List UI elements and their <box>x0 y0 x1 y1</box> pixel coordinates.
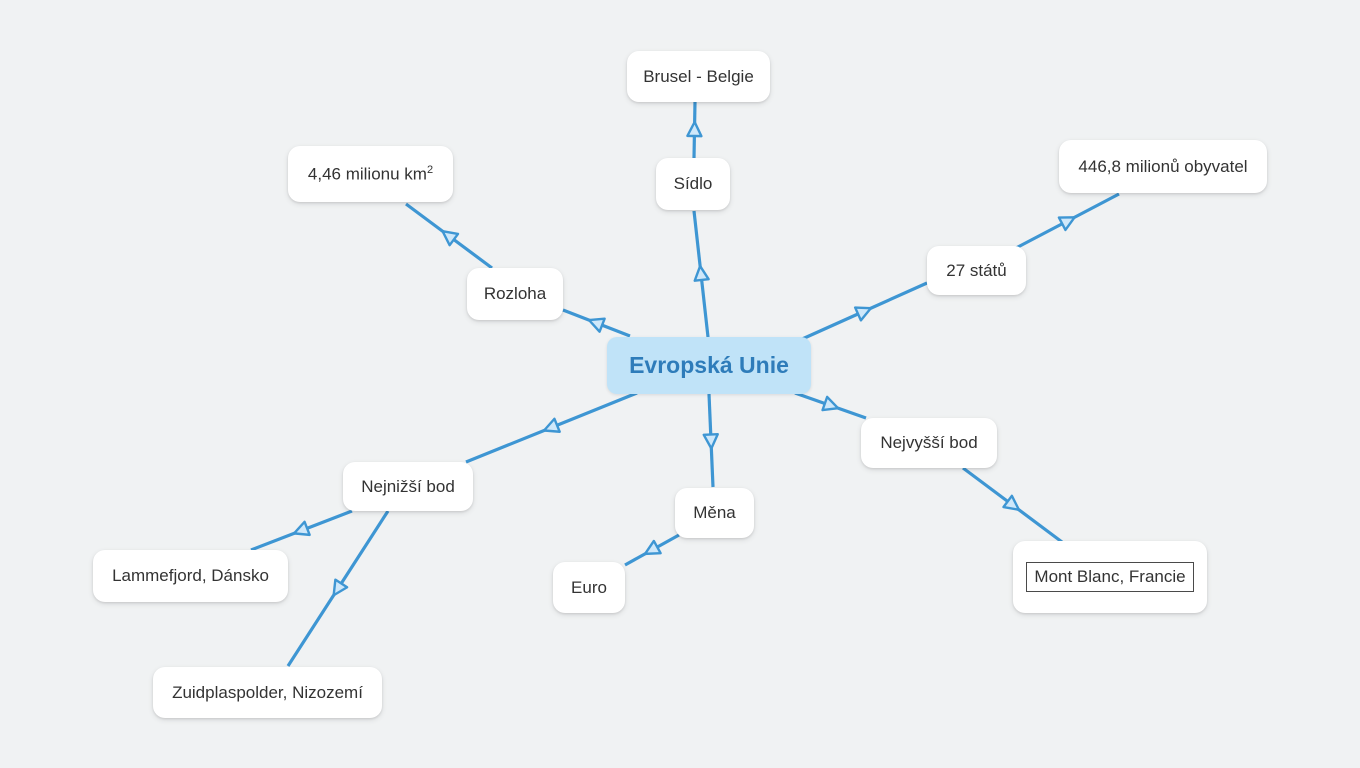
node-sidlo-label: Sídlo <box>673 174 713 193</box>
node-brusel-label: Brusel - Belgie <box>643 66 754 86</box>
node-rozloha-value[interactable]: 4,46 milionu km2 <box>288 146 453 202</box>
node-rozloha[interactable]: Rozloha <box>467 268 563 320</box>
node-nejnizsi-bod-label: Nejnižší bod <box>361 476 455 496</box>
node-lammefjord-label: Lammefjord, Dánsko <box>112 566 269 585</box>
node-mena[interactable]: Měna <box>675 488 754 538</box>
rozloha-value-base: 4,46 milionu km <box>307 164 427 184</box>
edge-nejnizsi-lammefjord <box>250 509 353 552</box>
node-mont-blanc[interactable]: Mont Blanc, Francie <box>1013 541 1207 613</box>
node-staty[interactable]: 27 států <box>927 246 1026 295</box>
node-zuidplaspolder[interactable]: Zuidplaspolder, Nizozemí <box>153 667 382 718</box>
node-lammefjord[interactable]: Lammefjord, Dánsko <box>93 550 288 602</box>
node-nejvyssi-bod-label: Nejvyšší bod <box>880 433 978 452</box>
node-euro-label: Euro <box>571 577 607 597</box>
edge-rozloha-value <box>405 202 493 270</box>
edge-root-rozloha <box>562 308 631 338</box>
edge-staty-obyvatele <box>1015 192 1120 250</box>
node-sidlo[interactable]: Sídlo <box>656 158 730 210</box>
edge-nejnizsi-zuidplaspolder <box>286 510 390 667</box>
node-nejnizsi-bod[interactable]: Nejnižší bod <box>343 462 473 511</box>
node-mont-blanc-editbox[interactable]: Mont Blanc, Francie <box>1026 562 1194 592</box>
edge-root-nejnizsi-bod <box>465 391 638 464</box>
node-rozloha-label: Rozloha <box>483 284 547 303</box>
node-root[interactable]: Evropská Unie <box>607 337 811 394</box>
edge-nejvyssi-montblanc <box>962 466 1063 544</box>
node-nejvyssi-bod[interactable]: Nejvyšší bod <box>861 418 997 468</box>
node-zuidplaspolder-label: Zuidplaspolder, Nizozemí <box>172 682 363 702</box>
node-obyvatele[interactable]: 446,8 milionů obyvatel <box>1059 140 1267 193</box>
edge-sidlo-brusel <box>686 101 703 159</box>
edge-root-mena <box>702 393 719 488</box>
node-mena-label: Měna <box>693 503 736 522</box>
edge-root-staty <box>799 281 928 342</box>
node-brusel[interactable]: Brusel - Belgie <box>627 51 770 102</box>
rozloha-value-superscript: 2 <box>426 163 434 176</box>
node-root-label: Evropská Unie <box>629 352 789 378</box>
node-rozloha-value-label: 4,46 milionu km2 <box>308 164 433 185</box>
node-staty-label: 27 států <box>946 260 1007 280</box>
node-euro[interactable]: Euro <box>553 562 625 613</box>
edge-root-sidlo <box>692 210 710 338</box>
node-obyvatele-label: 446,8 milionů obyvatel <box>1078 156 1248 176</box>
edge-mena-euro <box>624 533 680 567</box>
edge-root-nejvyssi-bod <box>794 391 867 420</box>
